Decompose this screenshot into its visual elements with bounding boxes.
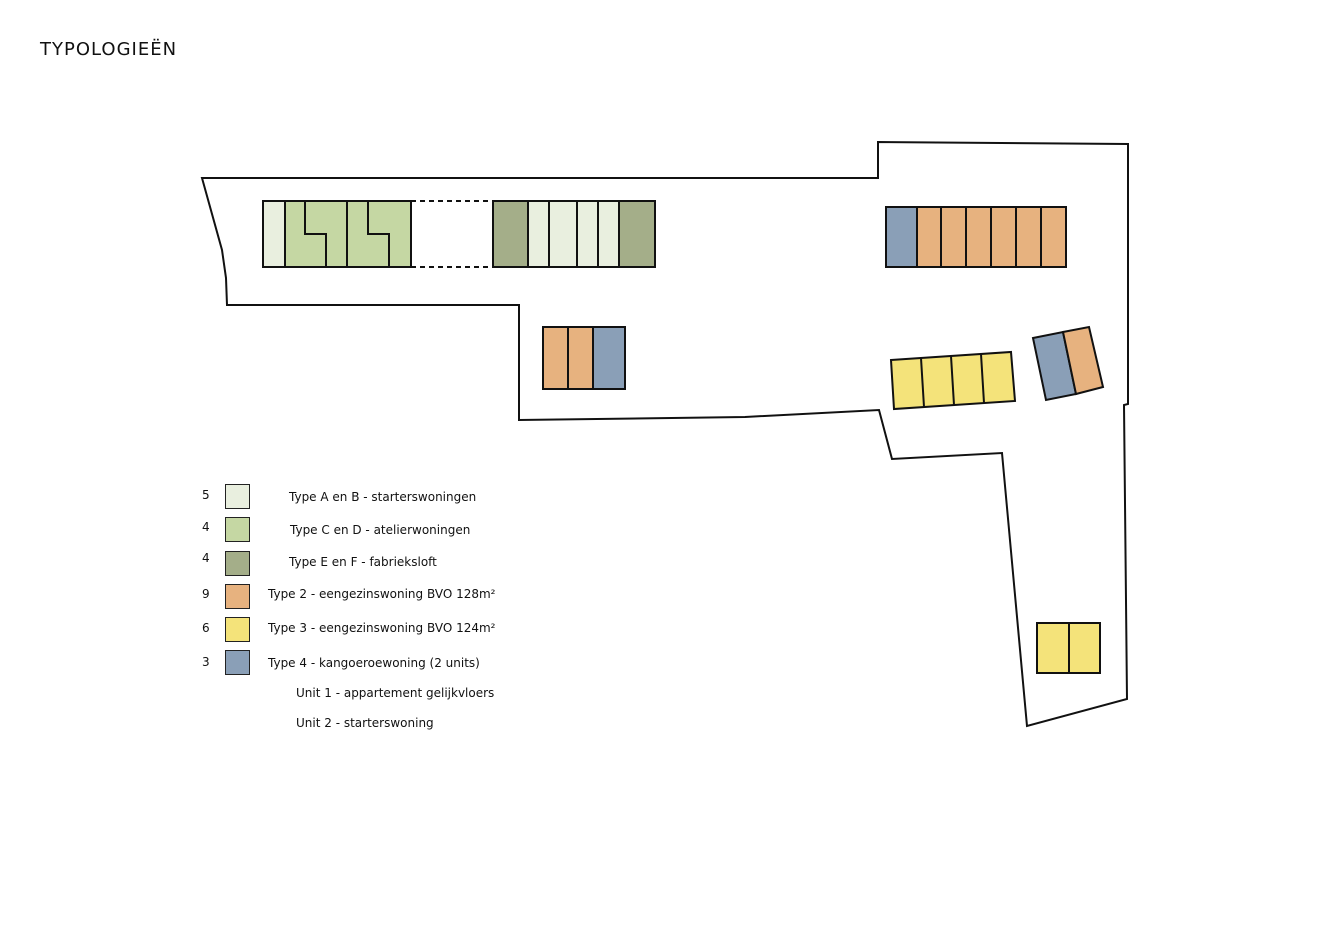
block-type3-south [1036, 622, 1101, 674]
legend-label: Type A en B - starterswoningen [289, 490, 477, 504]
legend-swatch-type-3 [225, 617, 250, 642]
block-type2-row [885, 206, 1067, 268]
legend-label: Type 4 - kangoeroewoning (2 units) [268, 656, 480, 670]
block-type4-type2-rotated [1031, 325, 1105, 402]
block-type2-type4 [542, 326, 626, 390]
page-title: TYPOLOGIEËN [40, 39, 178, 60]
legend-swatch-type-cd [225, 517, 250, 542]
legend-label: Type 2 - eengezinswoning BVO 128m² [268, 587, 496, 601]
legend-count: 4 [202, 520, 210, 534]
site-boundary [200, 140, 1129, 728]
block-type3-slanted [889, 350, 1017, 411]
legend-swatch-type-ef [225, 551, 250, 576]
block-ef-ab [492, 200, 656, 268]
legend-subnote: Unit 1 - appartement gelijkvloers [296, 686, 495, 700]
legend-count: 5 [202, 488, 210, 502]
legend-label: Type 3 - eengezinswoning BVO 124m² [268, 621, 496, 635]
legend-swatch-type-ab [225, 484, 250, 509]
legend-label: Type E en F - fabrieksloft [289, 555, 437, 569]
legend-count: 3 [202, 655, 210, 669]
legend-count: 9 [202, 587, 210, 601]
legend-swatch-type-2 [225, 584, 250, 609]
legend-label: Type C en D - atelierwoningen [290, 523, 471, 537]
dashed-connection [411, 200, 493, 268]
block-ab-cd [262, 200, 412, 268]
legend-count: 4 [202, 551, 210, 565]
legend-subnote: Unit 2 - starterswoning [296, 716, 434, 730]
legend-swatch-type-4 [225, 650, 250, 675]
legend-count: 6 [202, 621, 210, 635]
